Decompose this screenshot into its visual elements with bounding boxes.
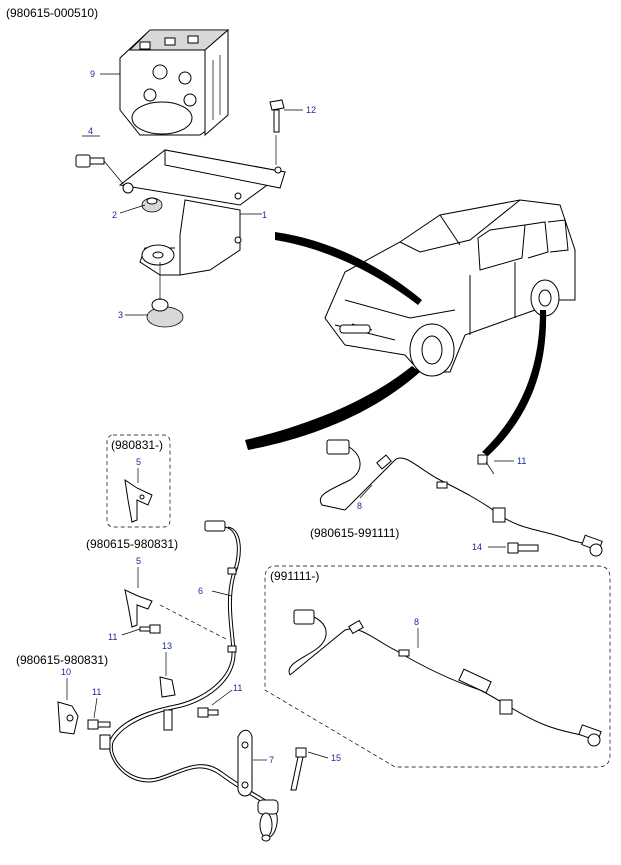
- callout-1: 1: [262, 210, 267, 220]
- bolt-11-b: [87, 719, 111, 730]
- bracket-10: [57, 701, 79, 735]
- bracket-5-b: [124, 589, 153, 628]
- callout-8-b: 8: [414, 617, 419, 627]
- pointer-to-front-sensor: [245, 366, 420, 450]
- header-right-box: (991111-): [270, 569, 319, 583]
- callout-4: 4: [88, 126, 93, 136]
- header-main: (980615-000510): [6, 6, 98, 20]
- callout-12: 12: [306, 105, 316, 115]
- variant-box-980831: [106, 434, 171, 528]
- bracket-13: [159, 676, 176, 698]
- rear-sensor-cable-8a: [319, 439, 603, 557]
- clip-11-d: [477, 454, 495, 475]
- bracket-7: [237, 729, 253, 797]
- front-sensor-cable-6: [99, 520, 279, 842]
- bolt-11-c: [197, 707, 219, 718]
- bolt-4: [75, 154, 125, 186]
- callout-11-d: 11: [517, 456, 526, 466]
- header-box-left: (980831-): [111, 438, 163, 452]
- callout-5-a: 5: [136, 457, 141, 467]
- abs-hydraulic-unit: [119, 28, 230, 137]
- callout-13: 13: [162, 641, 172, 651]
- bolt-11-a: [139, 624, 161, 634]
- callout-7: 7: [269, 755, 274, 765]
- bracket-5-a: [124, 478, 153, 523]
- vehicle-illustration: [324, 199, 576, 377]
- callout-9: 9: [90, 69, 95, 79]
- variant-box-991111: [264, 565, 611, 768]
- callout-5-b: 5: [136, 556, 141, 566]
- bolt-15: [290, 747, 307, 791]
- grommet-2: [141, 197, 163, 213]
- mounting-bracket: [118, 149, 287, 276]
- bolt-14: [507, 542, 539, 554]
- rear-sensor-cable-8b: [288, 609, 602, 747]
- pointer-to-abs: [275, 232, 422, 305]
- header-left-mid-2: (980615-980831): [16, 653, 108, 667]
- header-right-sensor: (980615-991111): [310, 526, 399, 540]
- callout-8-a: 8: [357, 501, 362, 511]
- callout-3: 3: [118, 310, 123, 320]
- bolt-12: [269, 99, 285, 165]
- callout-10: 10: [61, 667, 71, 677]
- callout-15: 15: [331, 753, 341, 763]
- callout-14: 14: [472, 542, 482, 552]
- callout-2: 2: [112, 210, 117, 220]
- grommet-3: [146, 262, 184, 328]
- pointer-to-rear-sensor: [482, 310, 547, 456]
- callout-11-c: 11: [233, 683, 242, 693]
- callout-11-a: 11: [108, 632, 117, 642]
- callout-11-b: 11: [92, 687, 101, 697]
- header-left-mid-1: (980615-980831): [86, 537, 178, 551]
- callout-6: 6: [198, 586, 203, 596]
